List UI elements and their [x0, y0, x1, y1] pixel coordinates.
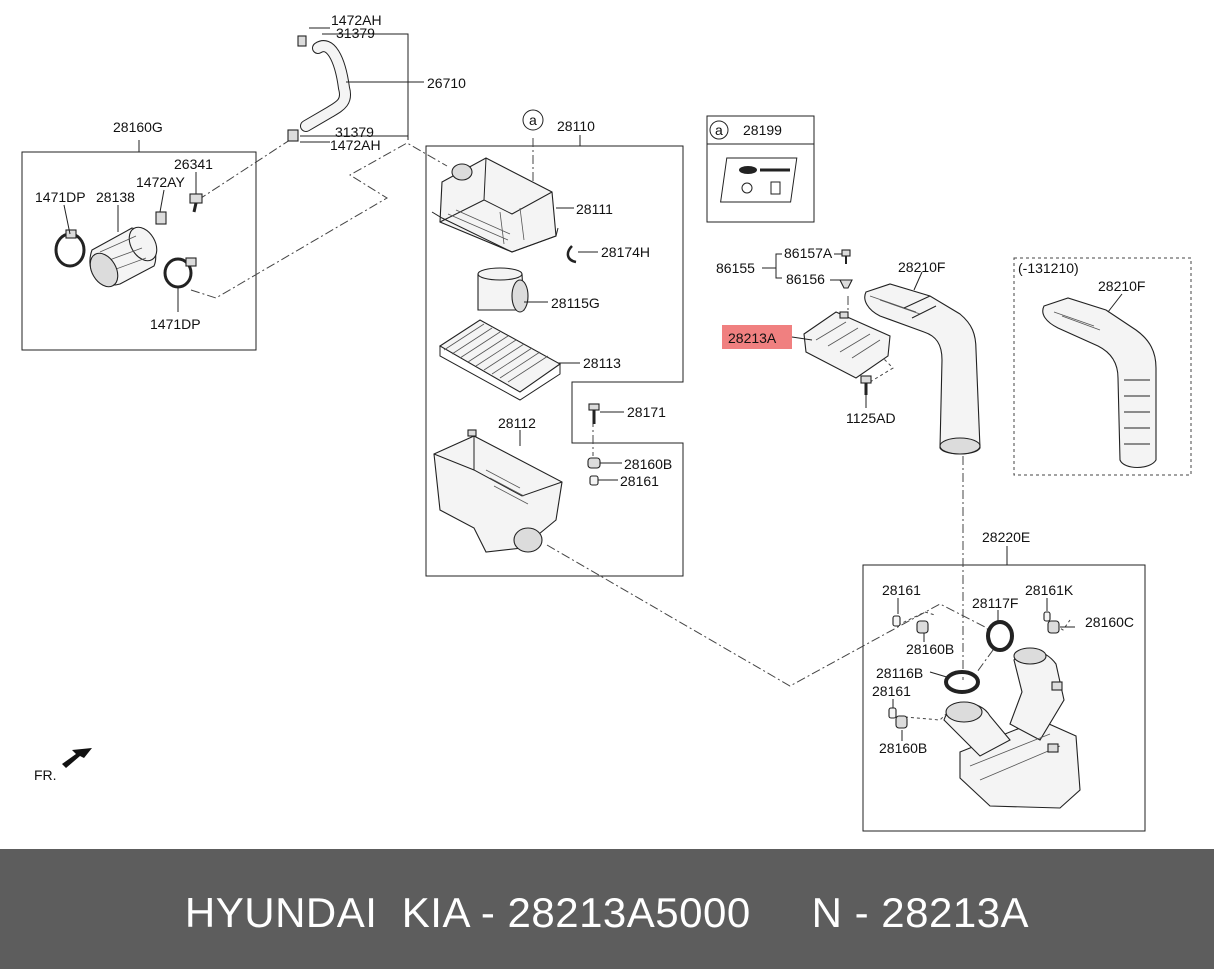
- grommet-28160B: [587, 457, 601, 469]
- callout-28210F-variant: 28210F: [1098, 278, 1145, 294]
- callout-leaders-duct: [762, 253, 923, 408]
- callout-1472AH-top: 1472AH: [331, 12, 382, 28]
- variant-range-label: (-131210): [1018, 260, 1079, 276]
- callout-31379-bottom: 31379: [335, 124, 374, 140]
- callout-28138: 28138: [96, 189, 135, 205]
- resonator-body: [943, 647, 1081, 809]
- highlight-28213A: [722, 325, 792, 349]
- part-number-footer: HYUNDAI KIA - 28213A5000 N - 28213A: [0, 849, 1214, 969]
- callout-leaders-resonator: [892, 598, 1075, 741]
- group-frame-label: a 28199: [706, 115, 815, 223]
- callout-28174H: 28174H: [601, 244, 650, 260]
- callout-leaders-intake: [63, 172, 197, 312]
- group-frame-variant: (-131210): [1013, 257, 1192, 476]
- air-cleaner-body-28112: [433, 429, 563, 553]
- callout-leaders-air-cleaner: [519, 207, 624, 481]
- footer-title: HYUNDAI KIA - 28213A5000 N - 28213A: [0, 849, 1214, 969]
- callout-28160C: 28160C: [1085, 614, 1134, 630]
- group-label-28220E: 28220E: [982, 529, 1030, 545]
- breather-hose-26710: [287, 35, 351, 142]
- insulator-28161: [589, 475, 599, 486]
- insulator-28161-r1: [892, 615, 901, 627]
- air-filter-28115G: [477, 267, 529, 313]
- callout-28113: 28113: [583, 355, 621, 371]
- callout-28116B: 28116B: [876, 665, 923, 681]
- callout-1472AY: 1472AY: [136, 174, 185, 190]
- air-duct-28210F-variant: [1042, 293, 1157, 469]
- hose-clamp-top: [297, 35, 307, 47]
- callout-28210F: 28210F: [898, 259, 945, 275]
- warning-label-sticker: [720, 157, 798, 203]
- grommet-28160B-r2: [895, 715, 908, 729]
- callout-28213A: 28213A: [728, 330, 777, 346]
- callout-28112: 28112: [498, 415, 536, 431]
- grommet-28160C: [1047, 620, 1060, 634]
- callout-26710: 26710: [427, 75, 466, 91]
- intake-hose-28138: [89, 226, 158, 288]
- footer-brand: HYUNDAI KIA: [184, 889, 469, 936]
- air-duct-28210F: [864, 283, 981, 455]
- bolt-86157A: [841, 249, 851, 264]
- callout-1471DP-bottom: 1471DP: [150, 316, 201, 332]
- orientation-label-fr: FR.: [34, 767, 57, 783]
- callout-1472AH-bottom: 1472AH: [330, 137, 381, 153]
- callout-leaders-hose: [300, 27, 424, 143]
- ref-circle-a: [522, 109, 544, 131]
- callout-86156: 86156: [786, 271, 825, 287]
- group-frame-resonator: 28220E: [862, 529, 1146, 832]
- callout-1471DP-left: 1471DP: [35, 189, 86, 205]
- footer-separator: -: [468, 889, 508, 936]
- bolt-28171: [588, 403, 600, 424]
- group-label-28199: 28199: [743, 122, 782, 138]
- clip-1472AY: [155, 211, 167, 225]
- callout-28161-r2: 28161: [872, 683, 911, 699]
- filter-element-28113: [438, 319, 562, 401]
- callout-1125AD: 1125AD: [846, 410, 896, 426]
- front-direction-arrow-icon: [62, 748, 92, 768]
- bolt-26341: [189, 193, 203, 213]
- hose-clip-28174H: [566, 245, 577, 264]
- footer-code: N - 28213A: [811, 889, 1030, 936]
- hose-clamp-1471DP-right: [163, 257, 197, 289]
- hose-clamp-bottom: [287, 129, 299, 142]
- callout-31379-top: 31379: [336, 25, 375, 41]
- callout-28161K: 28161K: [1025, 582, 1074, 598]
- callout-28160B-main: 28160B: [624, 456, 672, 472]
- bolt-1125AD: [860, 375, 872, 395]
- insulator-28161K: [1043, 611, 1051, 622]
- group-label-28110: 28110: [557, 118, 595, 134]
- callout-28160B-r1: 28160B: [906, 641, 954, 657]
- callout-28171: 28171: [627, 404, 666, 420]
- callout-28117F: 28117F: [972, 595, 1018, 611]
- grommet-28160B-r1: [916, 620, 929, 634]
- callout-28111: 28111: [576, 201, 613, 217]
- group-label-28160G: 28160G: [113, 119, 163, 135]
- exploded-view-drawing: 28160G 28110 a 28199 (-131210) 28220E: [21, 12, 1192, 832]
- callout-28115G: 28115G: [551, 295, 600, 311]
- washer-86156: [839, 279, 853, 289]
- connection-lines: [190, 135, 1071, 721]
- ref-circle-a-box: a: [715, 122, 723, 138]
- insulator-28161-r2: [888, 707, 897, 719]
- callout-28161-main: 28161: [620, 473, 659, 489]
- air-cleaner-cover-28111: [431, 157, 559, 253]
- hose-clamp-1471DP-left: [54, 229, 86, 268]
- group-frame-air-cleaner: 28110: [425, 118, 684, 577]
- bracket-28213A: [803, 311, 891, 379]
- callout-28161-r1: 28161: [882, 582, 921, 598]
- callout-26341: 26341: [174, 156, 213, 172]
- callout-28160B-r2: 28160B: [879, 740, 927, 756]
- ref-circle-a-label: a: [529, 112, 537, 128]
- footer-part-number: 28213A5000: [507, 889, 751, 936]
- clamp-28116B: [944, 670, 980, 694]
- callout-86157A: 86157A: [784, 245, 833, 261]
- seal-28117F: [986, 620, 1014, 652]
- callout-86155: 86155: [716, 260, 755, 276]
- group-frame-air-intake-hose: 28160G: [21, 119, 257, 351]
